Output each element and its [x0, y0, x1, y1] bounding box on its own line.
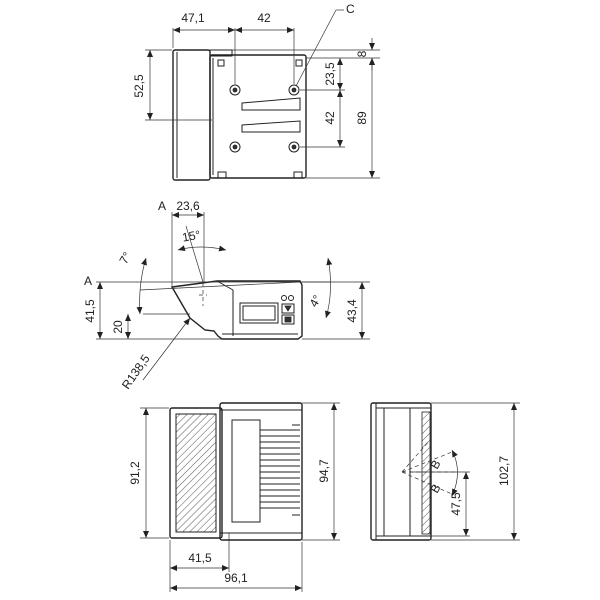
mounting-holes [217, 59, 303, 153]
label-a-left: A [84, 274, 92, 288]
dim-side-radius: R138,5 [119, 352, 153, 392]
top-view-front-cover [172, 49, 211, 181]
dim-top-89: 89 [355, 111, 369, 125]
dim-top-23-5: 23,5 [323, 62, 337, 86]
dim-side-41-5: 41,5 [83, 299, 97, 323]
label-a-top: A [158, 199, 166, 213]
dim-top-52-5: 52,5 [132, 74, 146, 98]
dim-front-94-7: 94,7 [317, 459, 331, 483]
dim-top-47-1: 47,1 [181, 11, 205, 25]
front-view-window-frame [169, 407, 223, 539]
angle-4: 4° [306, 292, 324, 309]
dim-side-20: 20 [111, 320, 125, 334]
side-view-display [239, 302, 279, 324]
dim-front-96-1: 96,1 [224, 571, 248, 585]
front-view: 91,2 94,7 41,5 96,1 [128, 402, 340, 592]
dim-top-8: 8 [355, 50, 369, 57]
dim-side-23-6: 23,6 [176, 199, 200, 213]
right-view: B B 47,5 102,7 [370, 402, 520, 541]
side-view: A 23,6 15° 7° 4° A 41,5 20 43,4 R138,5 [83, 199, 370, 392]
dim-side-43-4: 43,4 [345, 299, 359, 323]
cooling-fins [231, 419, 300, 523]
angle-15: 15° [181, 228, 202, 245]
top-view-housing [209, 54, 307, 179]
dim-front-41-5: 41,5 [188, 551, 212, 565]
callout-c: C [346, 2, 355, 16]
right-view-window [421, 411, 431, 535]
front-view-window [175, 413, 217, 533]
front-view-housing [219, 402, 303, 541]
dim-top-42-vertical: 42 [323, 111, 337, 125]
angle-7: 7° [116, 249, 134, 266]
right-view-housing [370, 402, 432, 541]
dim-top-42: 42 [257, 11, 271, 25]
side-view-housing [170, 280, 303, 340]
top-view: 47,1 42 C 52,5 8 23,5 42 89 [132, 2, 380, 181]
dim-front-91-2: 91,2 [128, 461, 142, 485]
dim-right-102-7: 102,7 [497, 456, 511, 486]
dim-right-47-5: 47,5 [449, 492, 463, 516]
